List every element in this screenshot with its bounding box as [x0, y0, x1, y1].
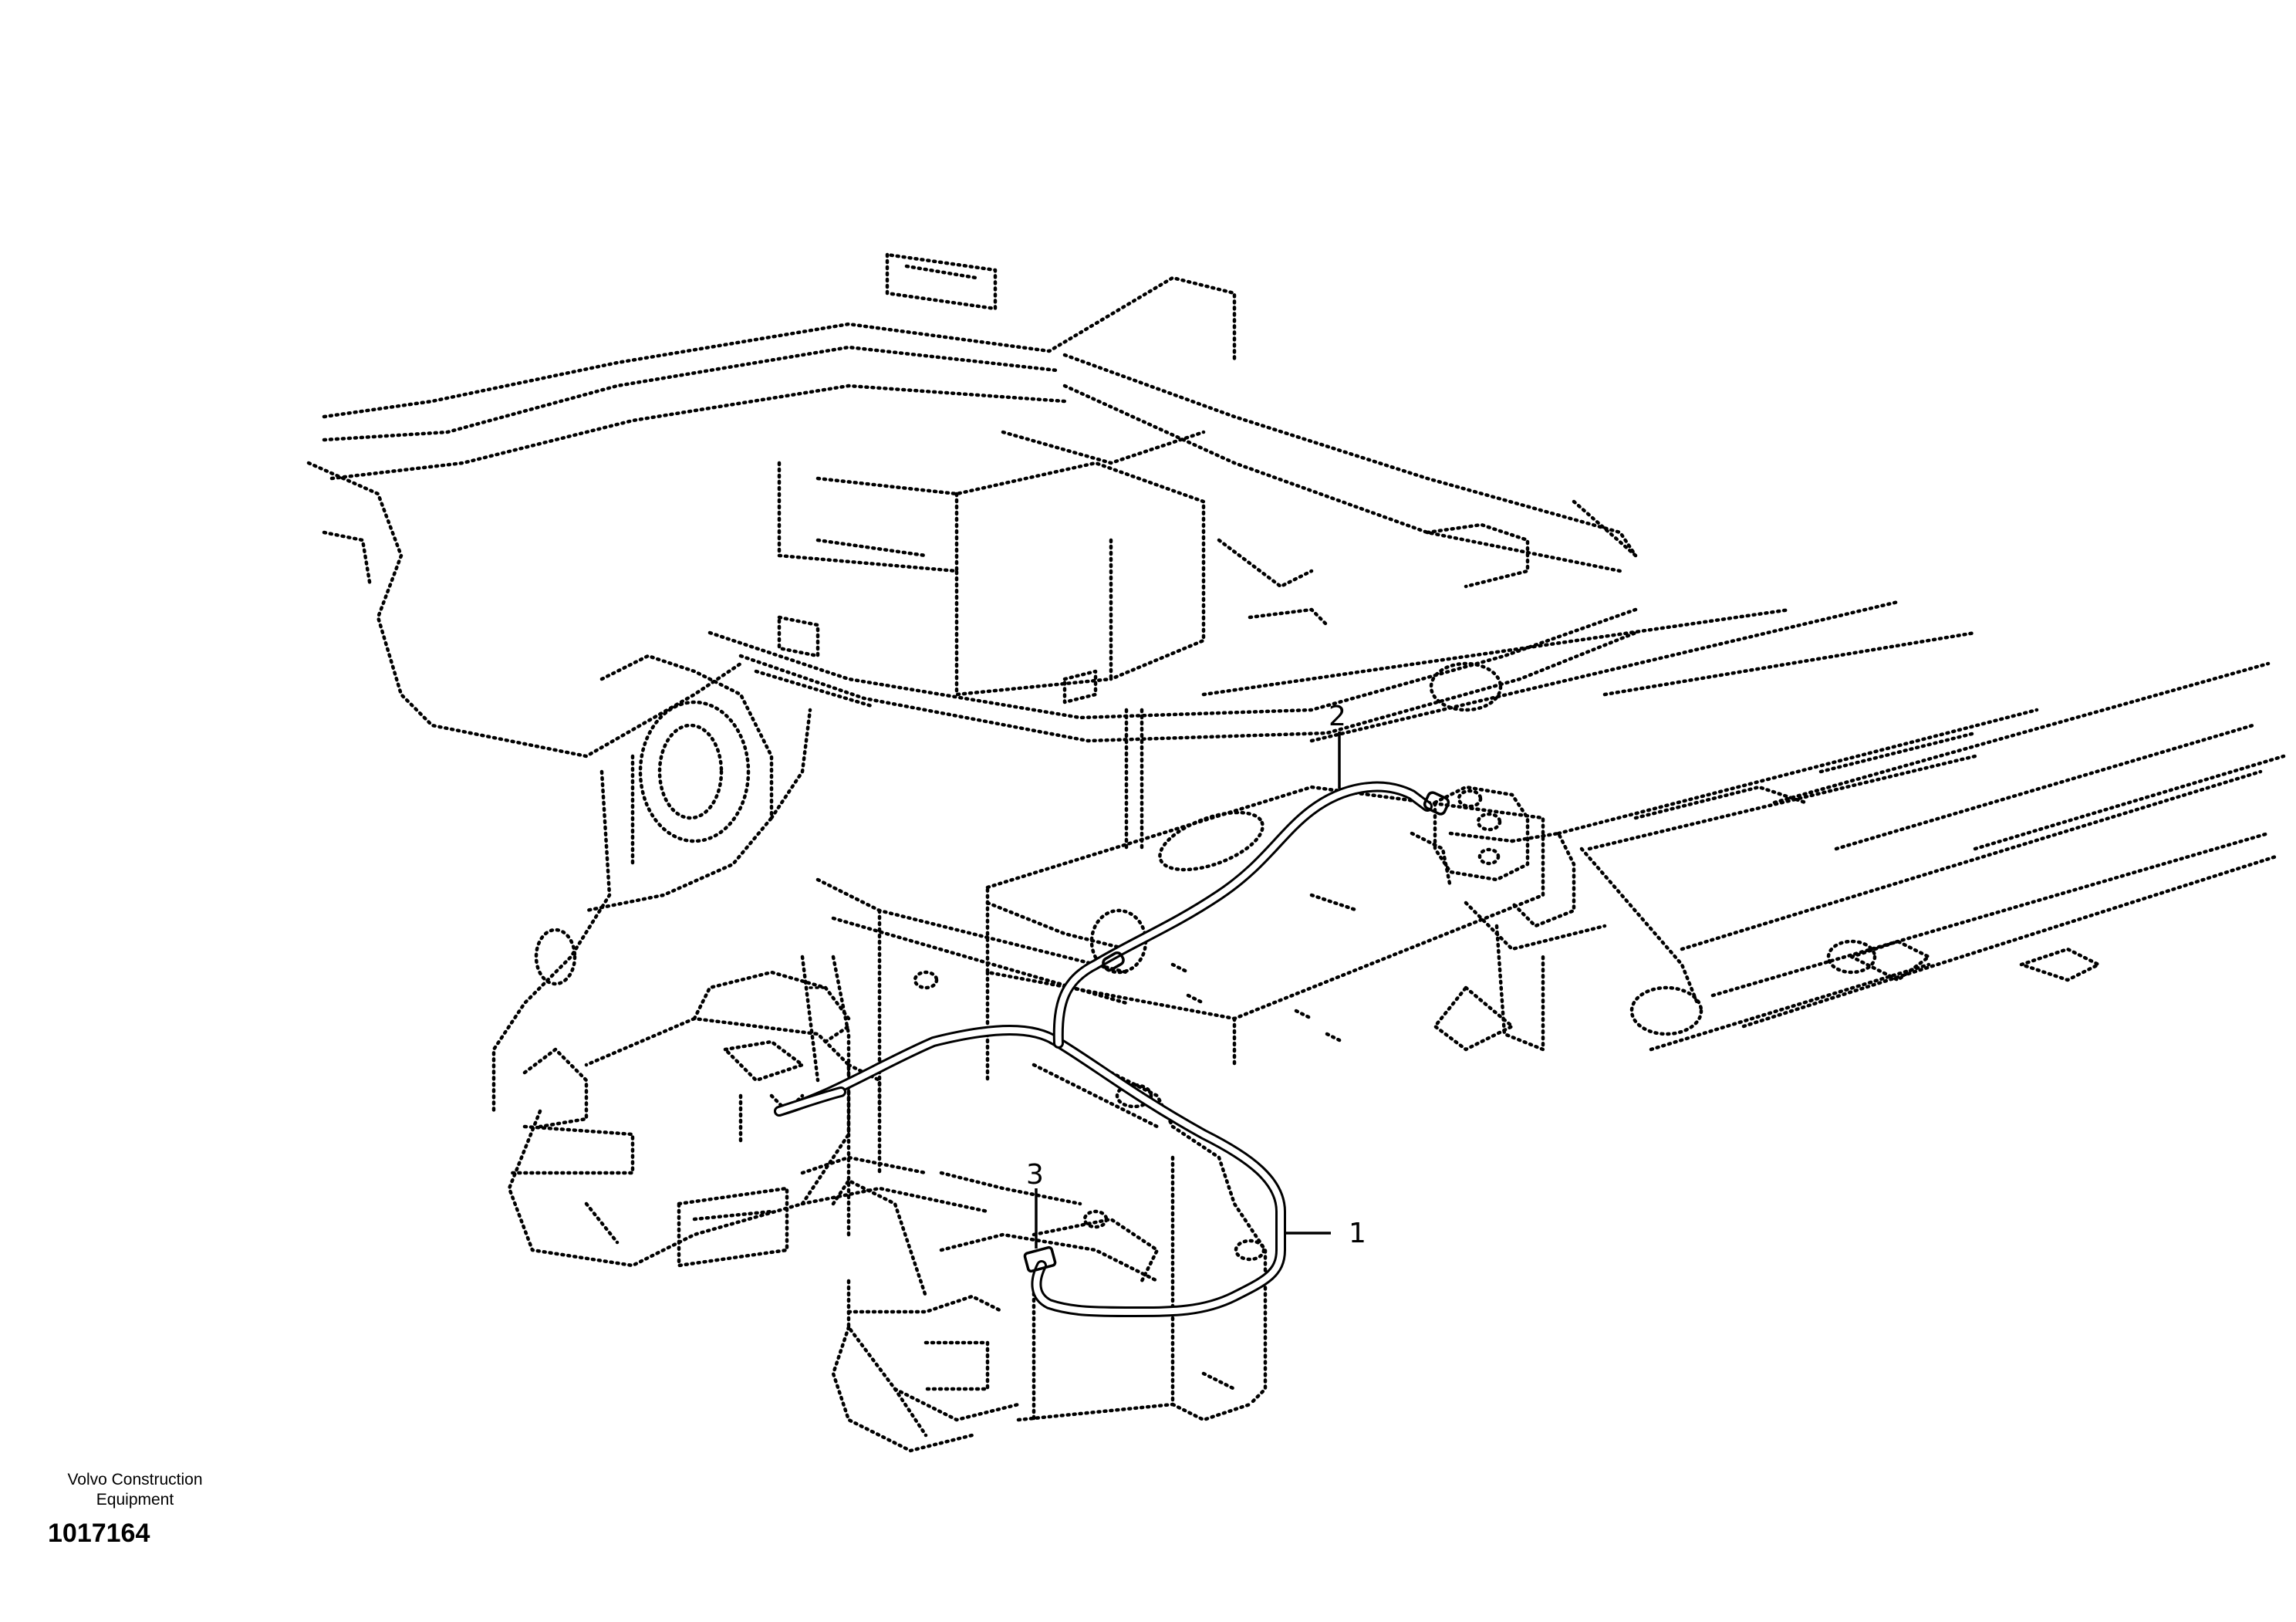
callout-3: 3	[1026, 1159, 1044, 1249]
callout-2: 2	[1329, 701, 1346, 789]
callout-1: 1	[1285, 1218, 1366, 1249]
cable-harness	[774, 781, 1450, 1317]
drawing-number: 1017164	[48, 1519, 150, 1548]
machine-frame-ghost	[306, 252, 2286, 1453]
callout-label-1: 1	[1349, 1218, 1366, 1249]
sensor-component	[1410, 785, 1576, 928]
manufacturer-line-1: Volvo Construction	[67, 1471, 203, 1489]
manufacturer-line-2: Equipment	[96, 1491, 174, 1509]
manufacturer-caption: Volvo Construction Equipment	[46, 1470, 224, 1510]
callout-label-3: 3	[1026, 1159, 1044, 1191]
callout-label-2: 2	[1329, 701, 1346, 732]
